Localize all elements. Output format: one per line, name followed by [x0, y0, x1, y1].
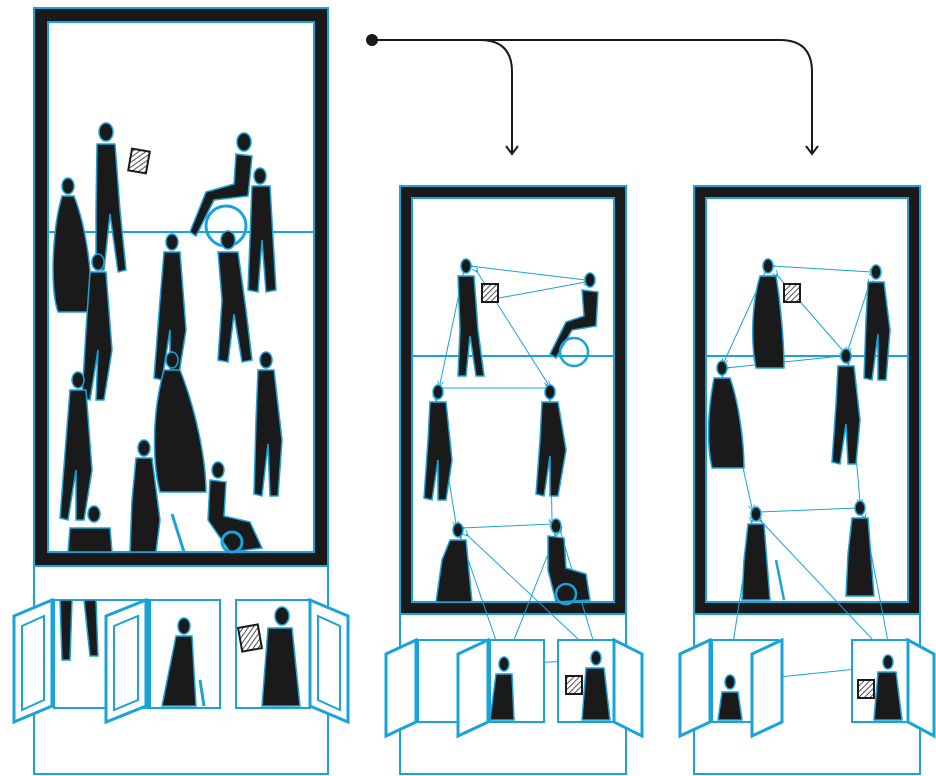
- person-icon: [585, 273, 595, 287]
- person-icon: [855, 501, 865, 515]
- shutter-icon: [908, 640, 934, 736]
- ground-floor-windows: [386, 640, 642, 736]
- person-icon: [99, 123, 113, 141]
- person-icon: [254, 168, 266, 184]
- person-icon: [166, 352, 178, 368]
- person-icon: [499, 657, 509, 671]
- shutter-icon: [458, 640, 488, 736]
- shutter-icon: [14, 600, 52, 722]
- person-icon: [62, 178, 74, 194]
- glass-interior: [412, 198, 614, 602]
- person-icon: [841, 349, 851, 363]
- person-icon: [717, 361, 727, 375]
- person-icon: [68, 528, 112, 552]
- shutter-icon: [752, 640, 782, 736]
- shutter-icon: [680, 640, 710, 736]
- clipboard-icon: [128, 149, 150, 174]
- arrow-line: [372, 40, 512, 152]
- clipboard-icon: [238, 624, 262, 651]
- person-icon: [275, 607, 289, 625]
- network-building-panel-b: [680, 186, 934, 774]
- person-icon: [166, 234, 178, 250]
- clipboard-icon: [784, 284, 800, 302]
- person-icon: [221, 231, 235, 249]
- person-icon: [763, 259, 773, 273]
- shutter-icon: [310, 600, 348, 722]
- person-icon: [551, 519, 561, 533]
- ground-floor-windows: [14, 600, 348, 722]
- person-icon: [260, 352, 272, 368]
- person-icon: [751, 507, 761, 521]
- person-icon: [212, 462, 224, 478]
- person-icon: [725, 675, 735, 689]
- person-icon: [72, 372, 84, 388]
- network-building-panel-a: [386, 186, 642, 774]
- shutter-icon: [614, 640, 642, 736]
- branching-arrow: [367, 35, 818, 154]
- clipboard-icon: [566, 676, 582, 694]
- person-icon: [461, 259, 471, 273]
- clipboard-icon: [858, 680, 874, 698]
- person-icon: [545, 385, 555, 399]
- person-icon: [453, 523, 463, 537]
- person-icon: [237, 133, 251, 151]
- crowded-building-panel: [14, 8, 348, 774]
- shutter-icon: [386, 640, 416, 736]
- person-icon: [871, 265, 881, 279]
- person-icon: [92, 254, 104, 270]
- person-icon: [138, 440, 150, 456]
- arrow-line: [480, 40, 812, 152]
- person-icon: [718, 692, 742, 720]
- person-icon: [883, 655, 893, 669]
- person-icon: [178, 618, 190, 634]
- person-icon: [88, 506, 100, 522]
- person-icon: [591, 651, 601, 665]
- person-icon: [433, 385, 443, 399]
- clipboard-icon: [482, 284, 498, 302]
- shutter-icon: [106, 600, 146, 722]
